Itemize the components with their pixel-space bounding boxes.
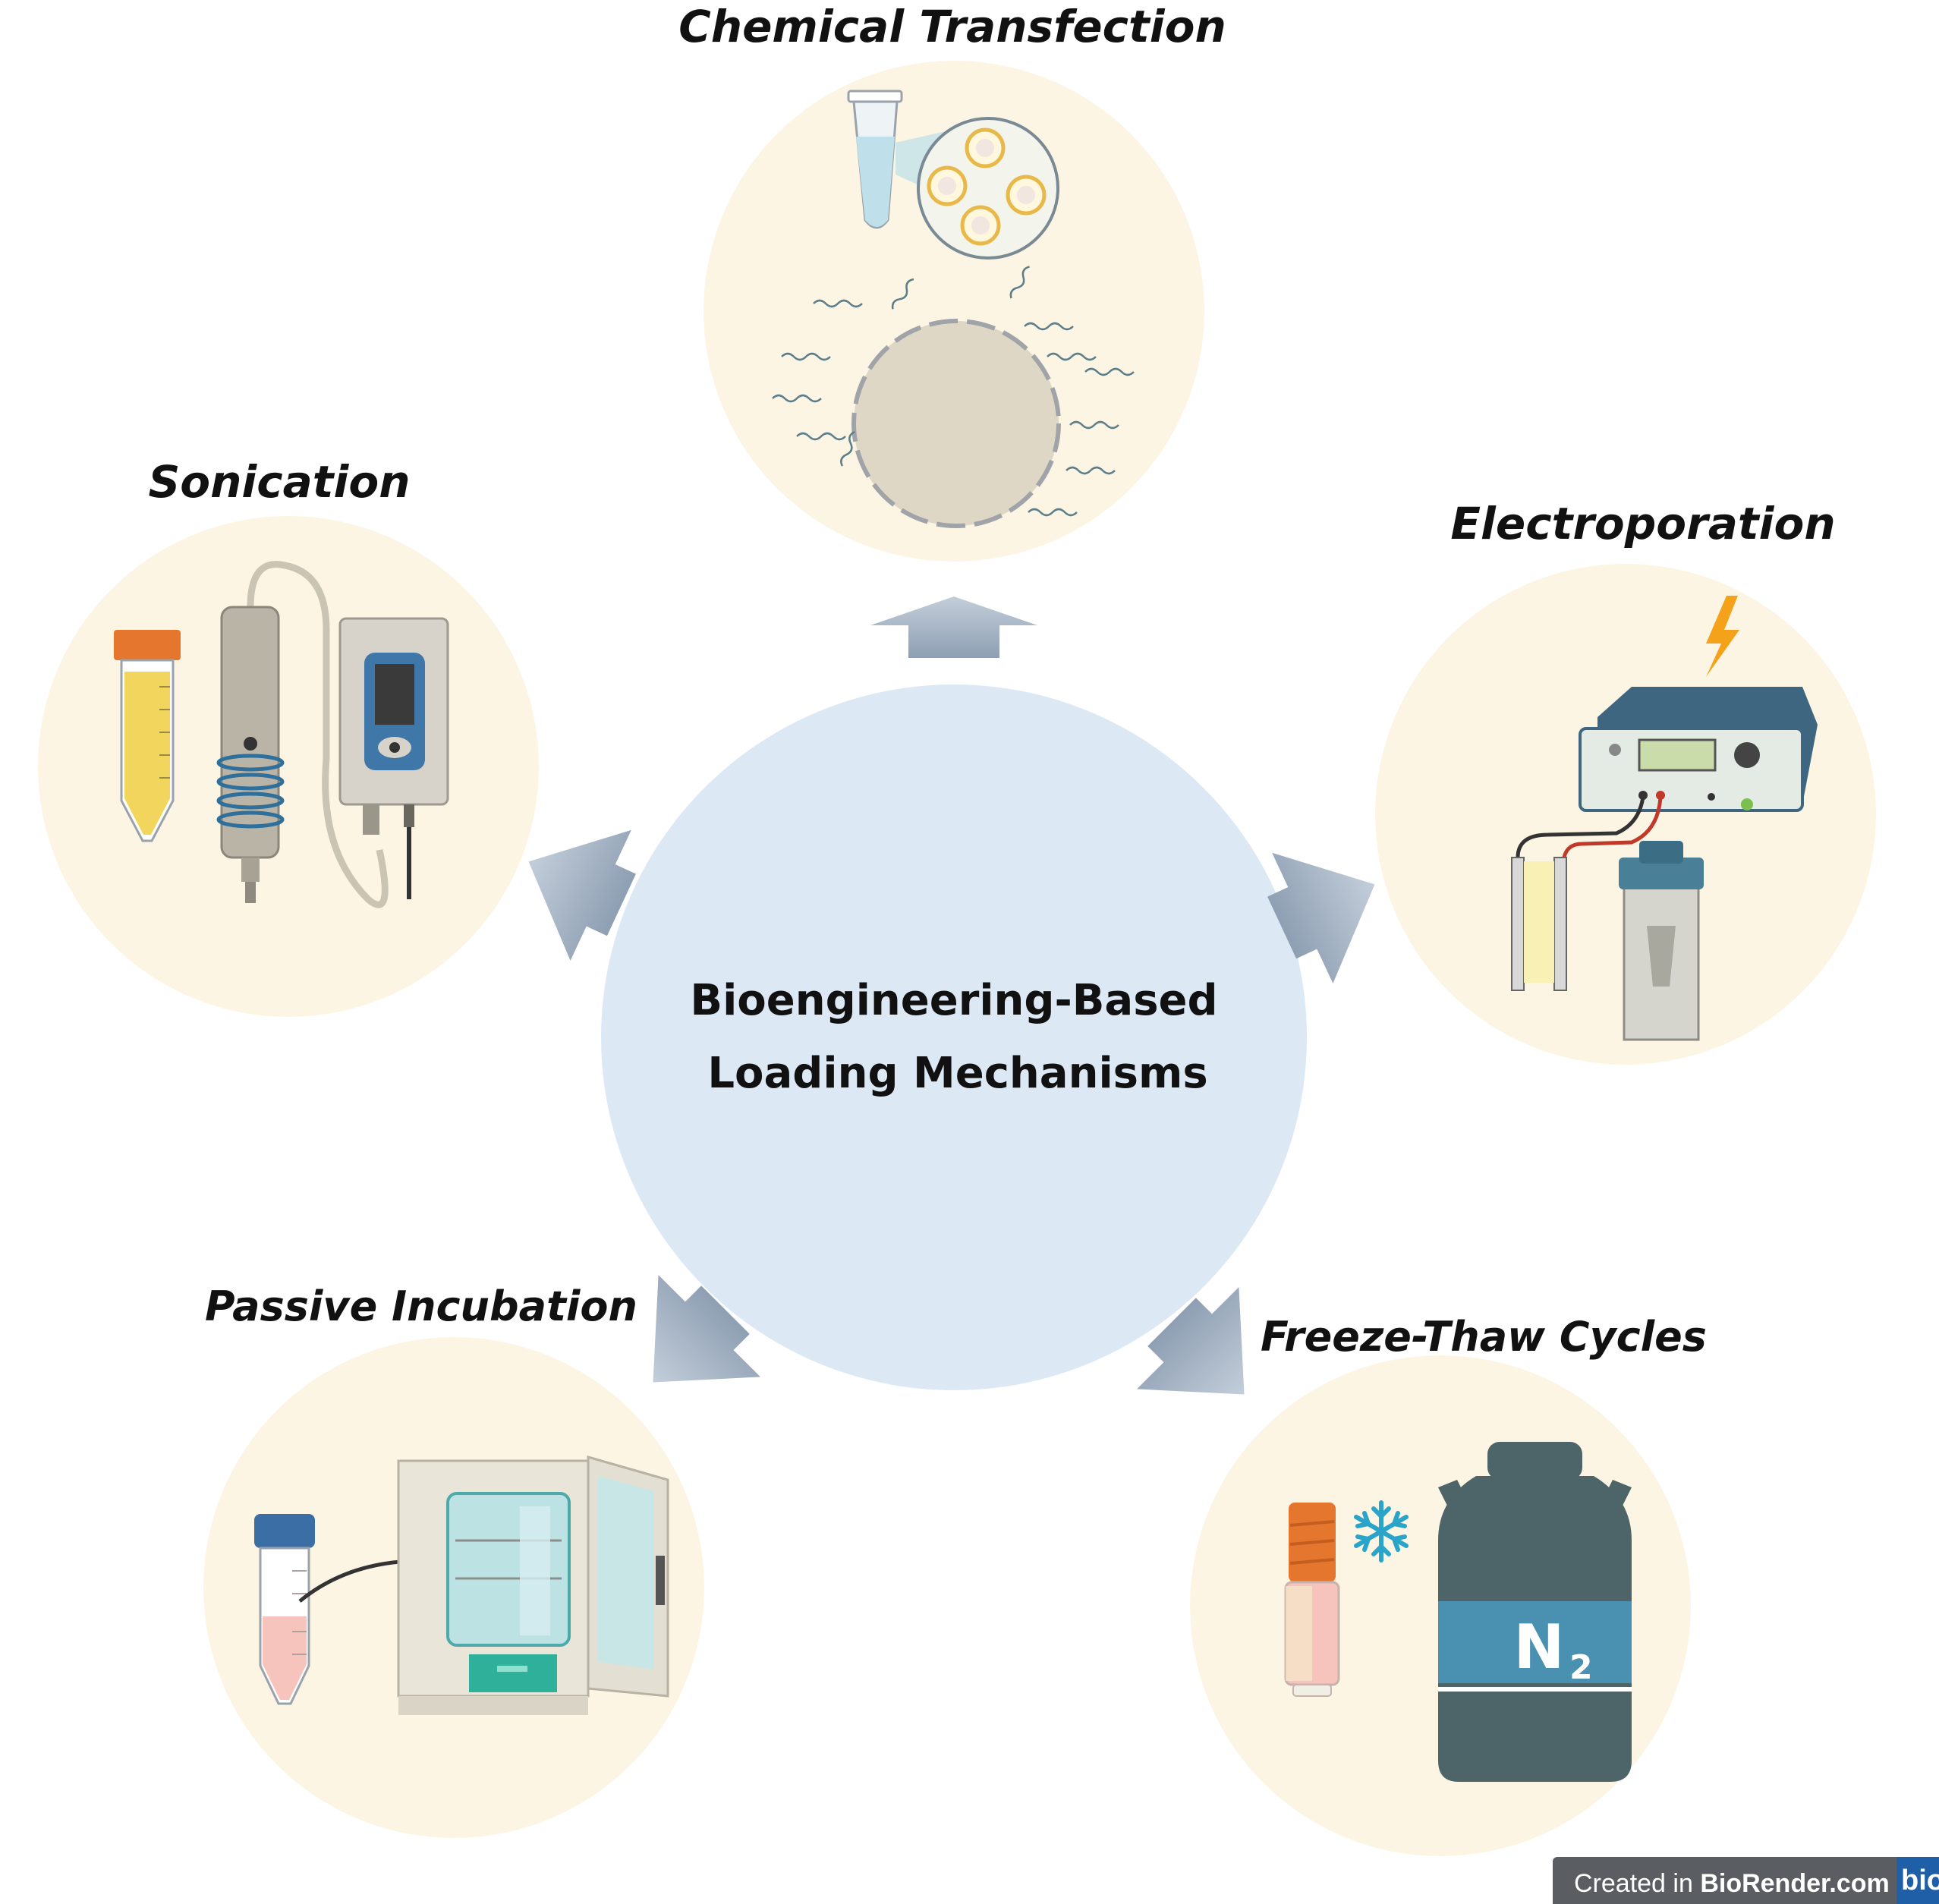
method-sonication: Sonication: [38, 456, 539, 1017]
liquid-nitrogen-dewar-icon: N 2: [1438, 1442, 1632, 1782]
falcon-tube-icon: [114, 630, 181, 842]
method-label: Chemical Transfection: [678, 1, 1226, 52]
method-label: Passive Incubation: [205, 1282, 637, 1330]
sonicator-unit-icon: [338, 617, 449, 899]
sonicator-probe-icon: [216, 561, 389, 908]
lightning-icon: [1706, 596, 1739, 677]
cryovial-icon: [1284, 1503, 1340, 1697]
center-title-line-2: Loading Mechanisms: [707, 1049, 1207, 1098]
snowflake-icon: [1354, 1500, 1409, 1563]
biorender-credit-badge[interactable]: Created in BioRender.com bio: [1553, 1857, 1939, 1904]
cell-icon: [772, 266, 1135, 528]
method-label: Electroporation: [1450, 498, 1835, 549]
arrow-to-chemical-transfection: [870, 596, 1037, 658]
cuvette-icon: [1619, 841, 1704, 1041]
method-passive-incubation: Passive Incubation: [203, 1282, 704, 1838]
n2-label: N: [1514, 1612, 1565, 1682]
method-chemical-transfection: Chemical Transfection: [678, 1, 1226, 562]
arrow-to-passive-incubation: [653, 1275, 760, 1383]
falcon-tube-icon: [254, 1514, 315, 1705]
incubator-icon: [397, 1456, 669, 1715]
n2-subscript: 2: [1569, 1648, 1593, 1687]
nanoparticle-icon: [917, 117, 1059, 260]
biorender-logo-icon: bio: [1897, 1857, 1939, 1904]
arrow-to-freeze-thaw-cycles: [1137, 1287, 1245, 1395]
method-freeze-thaw-cycles: Freeze-Thaw Cycles: [1190, 1313, 1707, 1856]
arrow-to-electroporation: [1267, 852, 1375, 983]
electrode-icon: [1511, 857, 1567, 991]
method-label: Sonication: [148, 456, 410, 508]
microtube-icon: [847, 90, 903, 229]
power-supply-icon: [1579, 687, 1818, 812]
center-title-line-1: Bioengineering-Based: [690, 976, 1217, 1025]
method-electroporation: Electroporation: [1375, 498, 1876, 1065]
center-circle: [601, 684, 1307, 1390]
method-circle: [704, 61, 1204, 562]
arrow-to-sonication: [528, 829, 636, 961]
credit-text: Created in BioRender.com: [1574, 1869, 1890, 1898]
method-circle: [38, 516, 539, 1017]
method-label: Freeze-Thaw Cycles: [1261, 1313, 1707, 1361]
